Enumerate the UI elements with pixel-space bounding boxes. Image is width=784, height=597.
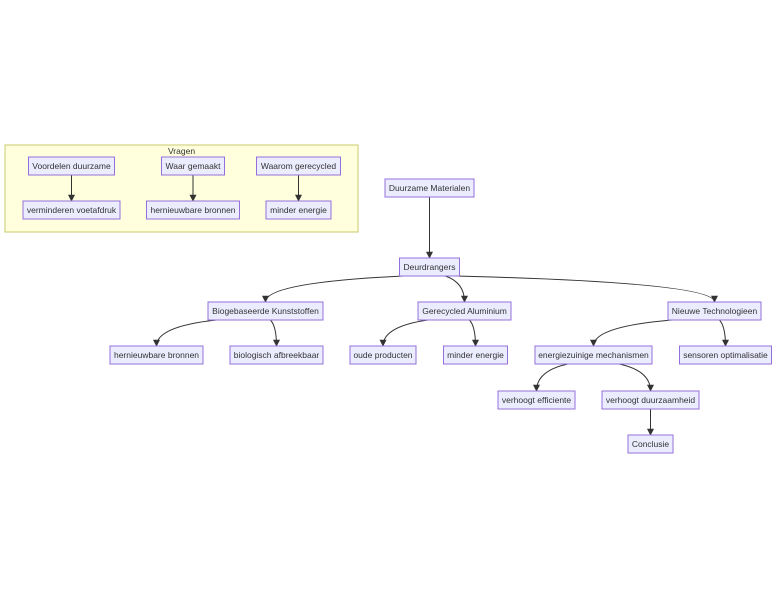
node-label: Waarom gerecycled: [261, 161, 337, 171]
node-label: biologisch afbreekbaar: [234, 350, 320, 360]
node-label: hernieuwbare bronnen: [114, 350, 199, 360]
edges: [68, 175, 729, 436]
node-box: [256, 156, 341, 176]
edge-tech1-dur: [619, 363, 654, 392]
node-box: [443, 345, 508, 365]
node-root: Duurzame Materialen: [384, 178, 475, 198]
node-label: Duurzame Materialen: [389, 183, 471, 193]
node-box: [417, 301, 512, 321]
node-label: verminderen voetafdruk: [27, 205, 117, 215]
node-box: [265, 200, 332, 220]
node-q1: Voordelen duurzame: [28, 156, 115, 176]
edge-tech-tech1: [590, 319, 673, 347]
node-label: Gerecycled Aluminium: [422, 306, 507, 316]
node-box: [229, 345, 324, 365]
nodes: Voordelen duurzame Waar gemaakt Waarom ger…: [22, 156, 772, 454]
node-dur: verhoogt duurzaamheid: [601, 390, 700, 410]
edge-drivers-alu: [445, 275, 468, 303]
node-box: [109, 345, 204, 365]
node-box: [161, 156, 225, 176]
node-box: [679, 345, 772, 365]
node-a1: verminderen voetafdruk: [22, 200, 121, 220]
node-label: Waar gemaakt: [166, 161, 222, 171]
node-box: [349, 345, 417, 365]
node-box: [497, 390, 576, 410]
node-label: Deurdrangers: [404, 262, 456, 272]
node-label: verhoogt duurzaamheid: [606, 395, 696, 405]
node-alu: Gerecycled Aluminium: [417, 301, 512, 321]
node-label: Nieuwe Technologieen: [672, 306, 758, 316]
node-label: oude producten: [353, 350, 412, 360]
node-a2: hernieuwbare bronnen: [146, 200, 240, 220]
node-box: [667, 301, 762, 321]
node-eff: verhoogt efficiente: [497, 390, 576, 410]
node-label: Conclusie: [632, 439, 670, 449]
edge-tech1-eff: [533, 363, 568, 392]
node-tech: Nieuwe Technologieen: [667, 301, 762, 321]
node-concl: Conclusie: [627, 434, 674, 454]
node-box: [146, 200, 240, 220]
node-label: minder energie: [447, 350, 504, 360]
node-box: [627, 434, 674, 454]
node-bio: Biogebaseerde Kunststoffen: [207, 301, 324, 321]
edge-bio-bio1: [153, 319, 217, 347]
node-box: [384, 178, 475, 198]
node-bio2: biologisch afbreekbaar: [229, 345, 324, 365]
node-box: [207, 301, 324, 321]
node-box: [601, 390, 700, 410]
node-label: sensoren optimalisatie: [683, 350, 768, 360]
node-a3: minder energie: [265, 200, 332, 220]
node-drivers: Deurdrangers: [399, 257, 460, 277]
cluster-title: Vragen: [168, 146, 195, 156]
node-alu1: oude producten: [349, 345, 417, 365]
edge-bio-bio2: [270, 319, 280, 347]
node-label: Voordelen duurzame: [32, 161, 111, 171]
edge-alu-alu1: [379, 319, 428, 347]
node-box: [28, 156, 115, 176]
node-tech1: energiezuinige mechanismen: [534, 345, 653, 365]
edge-alu-alu2: [469, 319, 479, 347]
node-q3: Waarom gerecycled: [256, 156, 341, 176]
node-tech2: sensoren optimalisatie: [679, 345, 772, 365]
node-q2: Waar gemaakt: [161, 156, 225, 176]
node-box: [22, 200, 121, 220]
node-alu2: minder energie: [443, 345, 508, 365]
node-bio1: hernieuwbare bronnen: [109, 345, 204, 365]
node-label: minder energie: [270, 205, 327, 215]
edge-tech-tech2: [719, 319, 729, 347]
node-box: [534, 345, 653, 365]
node-label: verhoogt efficiente: [502, 395, 572, 405]
edge-drivers-bio: [262, 275, 404, 303]
node-label: energiezuinige mechanismen: [538, 350, 649, 360]
edge-drivers-tech: [455, 275, 718, 303]
node-box: [399, 257, 460, 277]
node-label: hernieuwbare bronnen: [150, 205, 235, 215]
node-label: Biogebaseerde Kunststoffen: [212, 306, 319, 316]
